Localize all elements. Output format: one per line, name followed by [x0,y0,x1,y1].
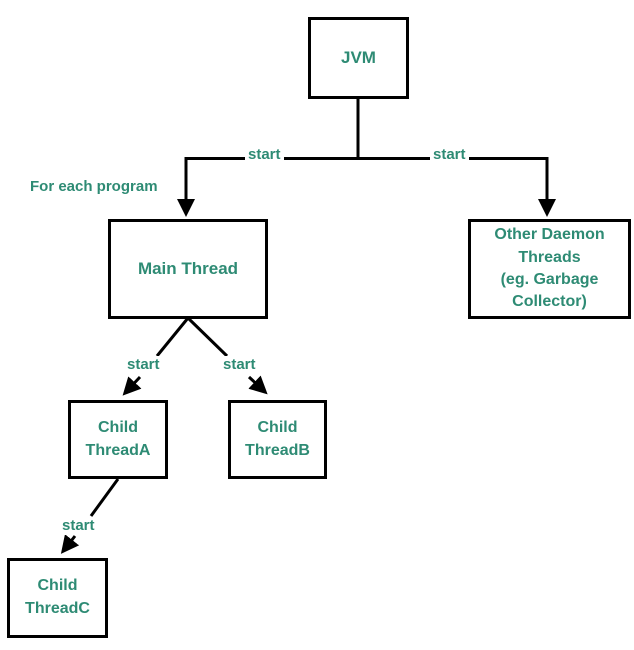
node-child-thread-a: Child ThreadA [68,400,168,479]
node-child-thread-c: Child ThreadC [7,558,108,638]
edge-label-start-child-c: start [59,517,98,535]
edge-main-to-child-a-lower [122,375,142,396]
edge-label-start-child-a: start [124,356,163,374]
edge-label-start-main: start [245,146,284,164]
node-other-daemon-threads: Other Daemon Threads (eg. Garbage Collec… [468,219,631,319]
annotation-for-each-program: For each program [30,178,158,195]
edge-label-start-child-b: start [220,356,259,374]
node-main-thread: Main Thread [108,219,268,319]
node-jvm: JVM [308,17,409,99]
edge-main-to-child-b-upper [186,316,229,358]
edge-child-a-to-child-c-lower [60,534,80,554]
edge-label-start-daemon: start [430,146,469,164]
edge-main-to-child-b-lower [247,375,268,395]
node-child-thread-b: Child ThreadB [228,400,327,479]
edge-main-to-child-a-upper [155,317,190,357]
edge-child-a-to-child-c-upper [89,478,120,517]
